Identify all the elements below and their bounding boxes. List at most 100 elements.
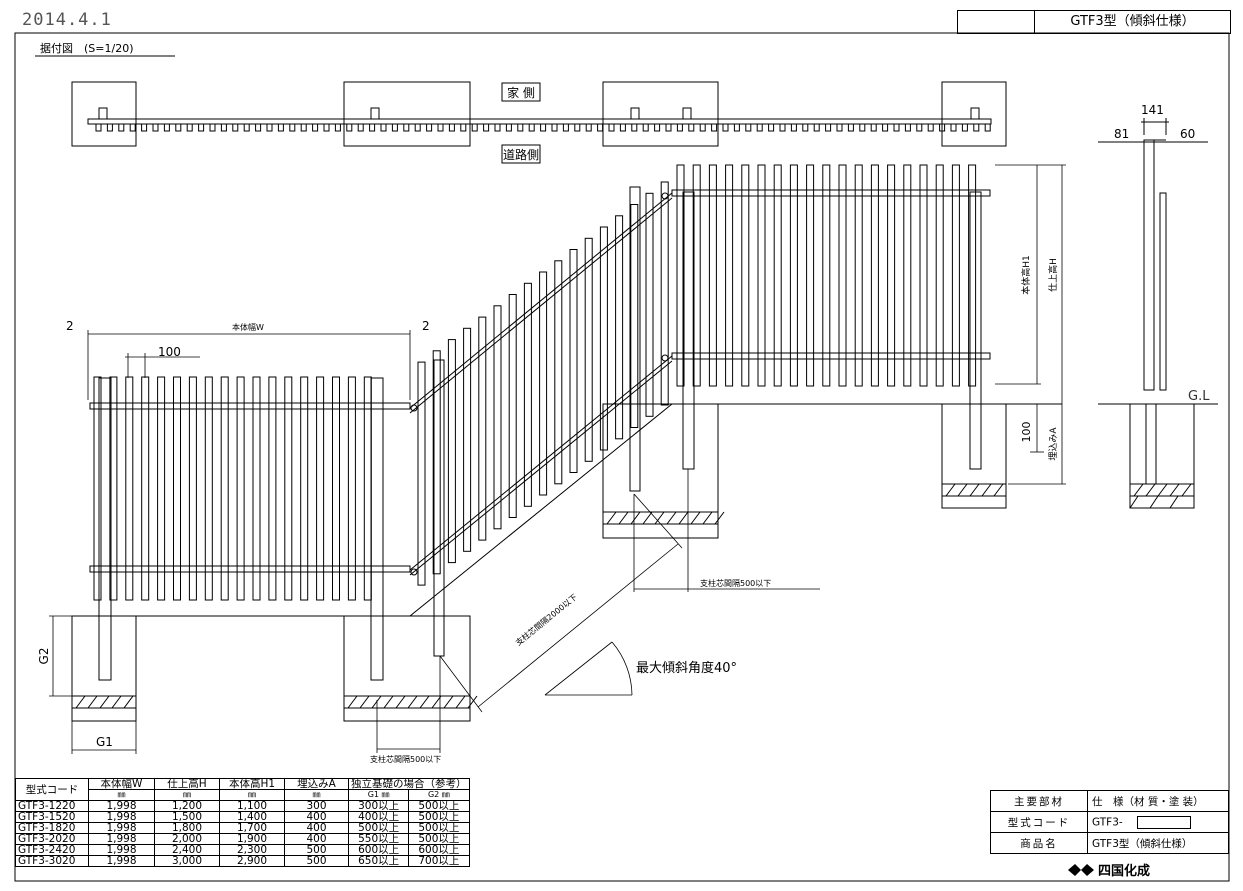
spec-cell: 500以上 bbox=[408, 833, 470, 845]
spec-cell: 300以上 bbox=[347, 800, 410, 812]
right-picket bbox=[968, 164, 977, 387]
plan-picket bbox=[722, 123, 729, 132]
foundation-hatch bbox=[702, 511, 713, 525]
body-height-label: 本体高H1 bbox=[1020, 255, 1032, 295]
diamond-logo-icon bbox=[1068, 863, 1094, 876]
foundation-hatch bbox=[1145, 483, 1156, 497]
plan-picket bbox=[334, 123, 341, 132]
post-span-500-right: 支柱芯間隔500以下 bbox=[700, 578, 771, 588]
foundation-hatch bbox=[981, 483, 992, 497]
spec-header-body-height: 本体高H1 bbox=[219, 778, 285, 790]
side-view bbox=[1098, 118, 1208, 485]
right-post-a bbox=[682, 191, 695, 470]
slope-post-b bbox=[629, 186, 641, 492]
plan-picket bbox=[916, 123, 923, 132]
plan-picket bbox=[312, 123, 319, 132]
plan-picket bbox=[369, 123, 376, 132]
ground-hatch bbox=[1169, 495, 1179, 509]
bury-label: 埋込みA bbox=[1048, 427, 1059, 461]
foundation-hatch bbox=[87, 695, 98, 709]
left-fence-section bbox=[89, 376, 411, 681]
plan-picket bbox=[961, 123, 968, 132]
plan-picket bbox=[448, 123, 455, 132]
plan-picket bbox=[106, 123, 113, 132]
foundation-hatch bbox=[957, 483, 968, 497]
plan-picket bbox=[152, 123, 159, 132]
spec-cell: 600以上 bbox=[408, 844, 470, 856]
foundation-hatch bbox=[75, 695, 86, 709]
spec-material-label: 仕 様（材 質・塗 装） bbox=[1087, 790, 1229, 812]
plan-picket bbox=[847, 123, 854, 132]
spec-cell: 1,998 bbox=[88, 844, 155, 856]
left-picket bbox=[141, 376, 150, 601]
right-picket bbox=[854, 164, 863, 387]
foundation-hatch bbox=[111, 695, 122, 709]
right-picket bbox=[903, 164, 912, 387]
foundation-hatch bbox=[654, 511, 665, 525]
right-fence-section bbox=[671, 164, 991, 470]
right-picket bbox=[887, 164, 896, 387]
product-name-value: GTF3型（傾斜仕様） bbox=[1087, 832, 1229, 854]
plan-picket bbox=[232, 123, 239, 132]
main-parts-label: 主要部材 bbox=[990, 790, 1088, 812]
spec-header-foundation: 独立基礎の場合（参考） bbox=[348, 778, 470, 790]
foundation-hatch bbox=[969, 483, 980, 497]
slope-picket bbox=[660, 181, 669, 406]
plan-picket bbox=[414, 123, 421, 132]
spec-table: 型式コード 本体幅W 仕上高H 本体高H1 埋込みA 独立基礎の場合（参考） ㎜… bbox=[15, 778, 470, 867]
right-picket bbox=[708, 164, 717, 387]
plan-picket bbox=[266, 123, 273, 132]
plan-picket bbox=[927, 123, 934, 132]
foundation-hatch bbox=[407, 695, 418, 709]
plan-picket bbox=[984, 123, 991, 132]
plan-picket bbox=[836, 123, 843, 132]
right-picket bbox=[806, 164, 815, 387]
plan-picket bbox=[950, 123, 957, 132]
left-picket bbox=[109, 376, 118, 601]
spec-cell-code: GTF3-1220 bbox=[15, 800, 89, 812]
slope-fence-section bbox=[409, 181, 673, 657]
plan-picket bbox=[198, 123, 205, 132]
plan-picket bbox=[175, 123, 182, 132]
plan-picket bbox=[733, 123, 740, 132]
plan-picket bbox=[118, 123, 125, 132]
spec-cell: 1,500 bbox=[154, 811, 220, 823]
left-picket bbox=[93, 376, 102, 601]
dim-2-left: 2 bbox=[66, 319, 74, 333]
slope-picket bbox=[630, 204, 639, 428]
foundation-hatch bbox=[606, 511, 617, 525]
plan-picket bbox=[380, 123, 387, 132]
plan-picket bbox=[277, 123, 284, 132]
ground-hatch bbox=[1129, 495, 1139, 509]
plan-picket bbox=[756, 123, 763, 132]
spec-cell: 400 bbox=[284, 833, 349, 845]
slope-picket bbox=[432, 350, 441, 575]
left-picket bbox=[157, 376, 166, 601]
dim-g2: G2 bbox=[37, 648, 51, 665]
right-picket bbox=[676, 164, 685, 387]
plan-picket bbox=[437, 123, 444, 132]
foundation-hatch bbox=[618, 511, 629, 525]
plan-picket bbox=[300, 123, 307, 132]
spec-cell: 1,998 bbox=[88, 833, 155, 845]
plan-picket bbox=[597, 123, 604, 132]
slope-picket bbox=[584, 237, 593, 462]
plan-picket bbox=[882, 123, 889, 132]
right-picket bbox=[789, 164, 798, 387]
spec-cell: 1,998 bbox=[88, 822, 155, 834]
max-angle-label: 最大傾斜角度40° bbox=[636, 660, 737, 676]
model-code-input-box bbox=[1136, 815, 1191, 829]
slope-picket bbox=[539, 271, 548, 496]
left-picket bbox=[332, 376, 340, 601]
slope-picket bbox=[493, 305, 502, 530]
right-picket bbox=[822, 164, 831, 387]
plan-picket bbox=[745, 123, 752, 132]
right-picket bbox=[919, 164, 928, 387]
spec-cell: 400 bbox=[284, 822, 349, 834]
plan-picket bbox=[699, 123, 706, 132]
plan-picket bbox=[802, 123, 809, 132]
plan-picket bbox=[585, 123, 592, 132]
left-picket bbox=[300, 376, 309, 601]
spec-cell-code: GTF3-2020 bbox=[15, 833, 89, 845]
